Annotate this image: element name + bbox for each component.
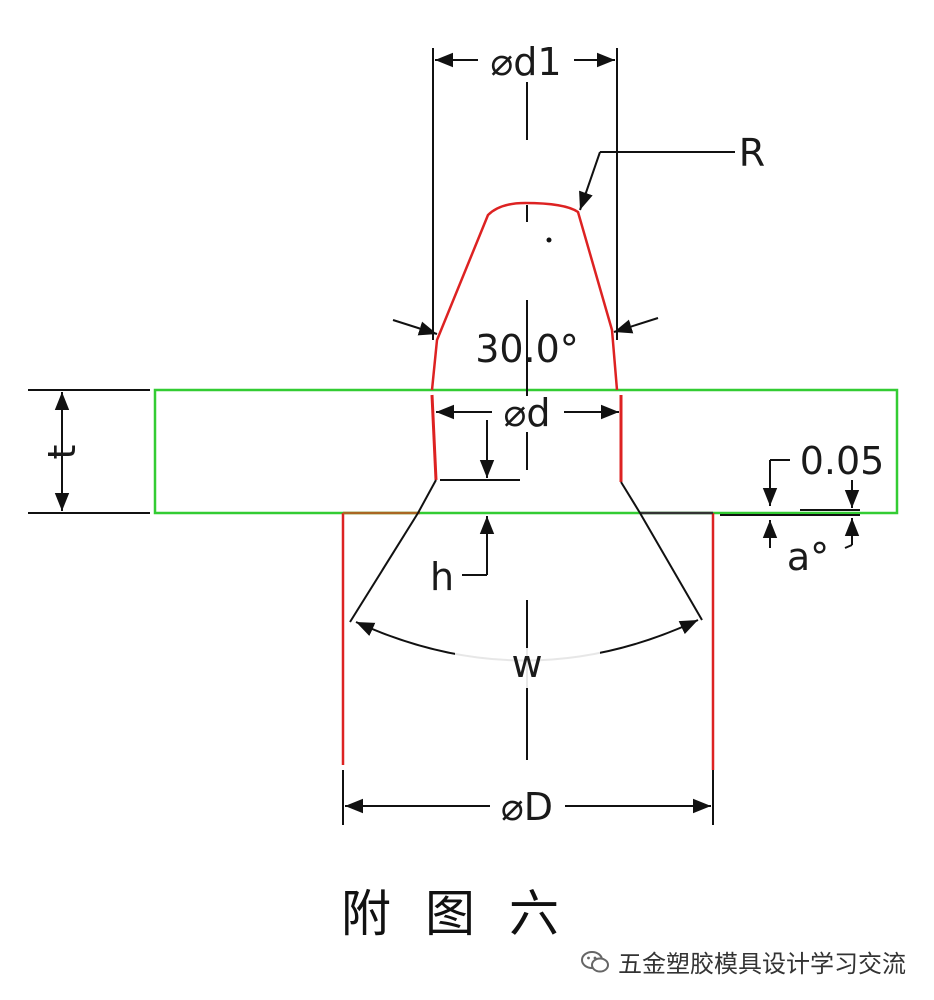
construction-lines [28,48,860,825]
figure-caption: 附图六 [341,885,593,943]
watermark: 五金塑胶模具设计学习交流 [580,944,906,979]
part-dome-outline [430,201,619,391]
label-w: w [511,642,542,686]
label-r: R [739,131,765,175]
dimension-arrows [54,52,711,814]
label-d1: ⌀d1 [490,40,561,84]
part-hole-left-wall [430,394,438,481]
label-d: ⌀d [504,391,551,435]
wechat-icon [581,950,609,972]
label-D: ⌀D [501,785,553,829]
center-point [546,237,552,243]
label-t: t [40,445,84,460]
label-alpha: a° [787,535,829,579]
watermark-text: 五金塑胶模具设计学习交流 [618,950,906,978]
label-angle: 30.0° [475,327,579,371]
label-offset: 0.05 [800,439,885,483]
label-h: h [430,555,454,599]
